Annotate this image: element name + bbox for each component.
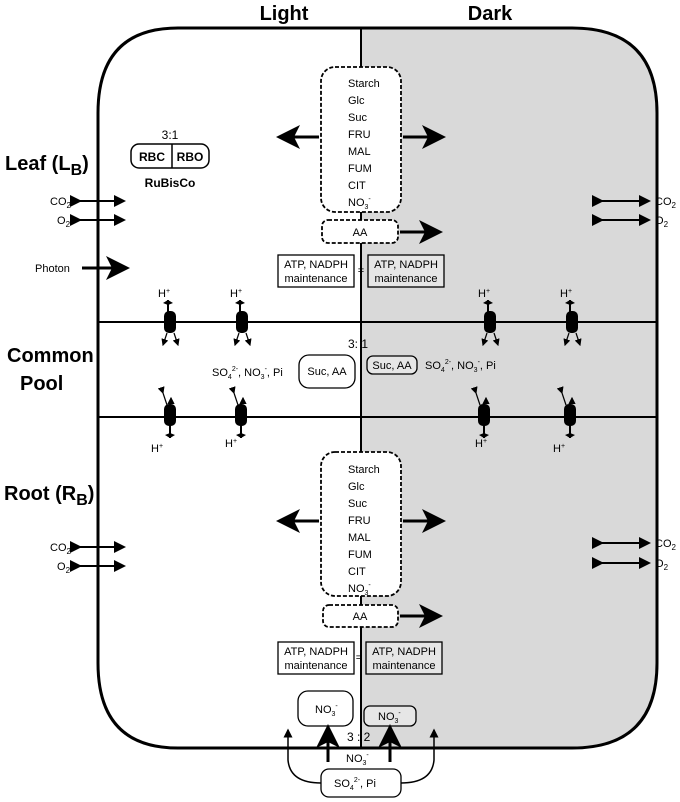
root-title-close: )	[88, 483, 95, 505]
root-title: Root (RB)	[4, 483, 94, 509]
leaf-title: Leaf (LB)	[5, 153, 89, 179]
pool-suc-aa-dark: Suc, AA	[372, 360, 412, 372]
root-aa-label: AA	[353, 611, 368, 623]
transporter-leaf-light-1: H+	[158, 288, 180, 347]
transporter-root-light-1: H+	[151, 386, 176, 455]
transporter-leaf-dark-1: H+	[478, 288, 500, 347]
dark-region	[361, 28, 657, 748]
root-title-text: Root (R	[4, 483, 77, 505]
root-metabolite-7: NO3-	[348, 582, 371, 597]
root-o2-label-right: O2	[655, 558, 669, 572]
root-metabolite-3: FRU	[348, 515, 371, 527]
root-energy-light-box	[277, 641, 355, 675]
svg-text:H+: H+	[560, 288, 572, 300]
leaf-metabolite-box	[320, 66, 402, 213]
transporter-leaf-light-2: H+	[230, 288, 252, 347]
root-energy-light-l1: ATP, NADPH	[284, 646, 348, 658]
transporter-root-dark-2: H+	[553, 386, 576, 455]
photon-label: Photon	[35, 263, 70, 275]
soil-uptake-curve-dark	[400, 728, 439, 784]
leaf-metabolite-0: Starch	[348, 78, 380, 90]
root-uptake-ratio: 3 : 2	[347, 730, 371, 744]
transporter-leaf-dark-2: H+	[560, 288, 582, 347]
pool-ions-light: SO42-, NO3-, Pi	[212, 366, 283, 381]
leaf-metabolite-4: MAL	[348, 146, 371, 158]
leaf-title-text: Leaf (L	[5, 153, 71, 175]
root-metabolite-1: Glc	[348, 481, 365, 493]
cell-frame	[96, 26, 659, 750]
rubisco-name: RuBisCo	[145, 176, 196, 190]
rbo-label: RBO	[177, 150, 204, 164]
root-energy-dark-box	[365, 641, 443, 675]
pool-ions-dark: SO42-, NO3-, Pi	[425, 359, 496, 374]
leaf-co2-label-right: CO2	[655, 196, 677, 210]
light-header: Light	[260, 3, 309, 25]
rubisco-ratio: 3:1	[162, 128, 179, 142]
leaf-metabolite-5: FUM	[348, 163, 372, 175]
leaf-metabolite-1: Glc	[348, 95, 365, 107]
rbc-label: RBC	[139, 150, 165, 164]
leaf-metabolite-2: Suc	[348, 112, 367, 124]
leaf-metabolite-7: NO3-	[348, 196, 371, 211]
root-no3-dark: NO3-	[378, 710, 401, 725]
root-metabolite-5: FUM	[348, 549, 372, 561]
pool-title-line2: Pool	[20, 373, 63, 395]
root-no3-light: NO3-	[315, 703, 338, 718]
leaf-o2-label-right: O2	[655, 215, 669, 229]
leaf-energy-light-l1: ATP, NADPH	[284, 259, 348, 271]
svg-text:H+: H+	[553, 443, 565, 455]
root-co2-label-right: CO2	[655, 538, 677, 552]
root-metabolite-box	[320, 451, 402, 597]
transporter-root-dark-1: H+	[470, 386, 490, 450]
rubisco-box	[130, 143, 210, 169]
pool-title-line1: Common	[7, 345, 94, 367]
root-energy-dark-l1: ATP, NADPH	[372, 646, 436, 658]
pool-suc-aa-light-box	[298, 354, 356, 389]
leaf-energy-dark-l2: maintenance	[375, 273, 438, 285]
root-metabolite-6: CIT	[348, 566, 366, 578]
svg-text:H+: H+	[478, 288, 490, 300]
leaf-co2-label-left: CO2	[50, 196, 72, 210]
pool-ratio: 3: 1	[348, 337, 368, 351]
svg-text:H+: H+	[225, 438, 237, 450]
leaf-metabolite-6: CIT	[348, 180, 366, 192]
root-metabolite-2: Suc	[348, 498, 367, 510]
root-metabolite-0: Starch	[348, 464, 380, 476]
root-o2-label-left: O2	[57, 561, 71, 575]
root-energy-equals: =	[356, 652, 362, 664]
leaf-energy-dark-box	[367, 254, 445, 288]
leaf-aa-box	[321, 219, 399, 244]
leaf-title-close: )	[82, 153, 89, 175]
root-title-sub: B	[76, 492, 88, 509]
soil-uptake-curve-light	[283, 728, 322, 784]
pool-suc-aa-dark-box	[366, 355, 418, 375]
root-aa-box	[322, 604, 399, 628]
soil-no3: NO3-	[346, 752, 369, 767]
svg-text:H+: H+	[475, 438, 487, 450]
root-co2-label-left: CO2	[50, 542, 72, 556]
leaf-energy-dark-l1: ATP, NADPH	[374, 259, 438, 271]
pool-suc-aa-light: Suc, AA	[307, 366, 347, 378]
svg-text:H+: H+	[230, 288, 242, 300]
transporter-root-light-2: H+	[225, 386, 247, 450]
leaf-o2-label-left: O2	[57, 215, 71, 229]
leaf-metabolite-3: FRU	[348, 129, 371, 141]
root-energy-dark-l2: maintenance	[373, 660, 436, 672]
leaf-aa-label: AA	[353, 227, 368, 239]
root-metabolite-4: MAL	[348, 532, 371, 544]
leaf-title-sub: B	[71, 162, 83, 179]
leaf-energy-light-box	[277, 254, 355, 288]
svg-text:H+: H+	[151, 443, 163, 455]
leaf-energy-equals: =	[358, 265, 364, 277]
root-energy-light-l2: maintenance	[285, 660, 348, 672]
svg-text:H+: H+	[158, 288, 170, 300]
dark-header: Dark	[468, 3, 513, 25]
leaf-energy-light-l2: maintenance	[285, 273, 348, 285]
